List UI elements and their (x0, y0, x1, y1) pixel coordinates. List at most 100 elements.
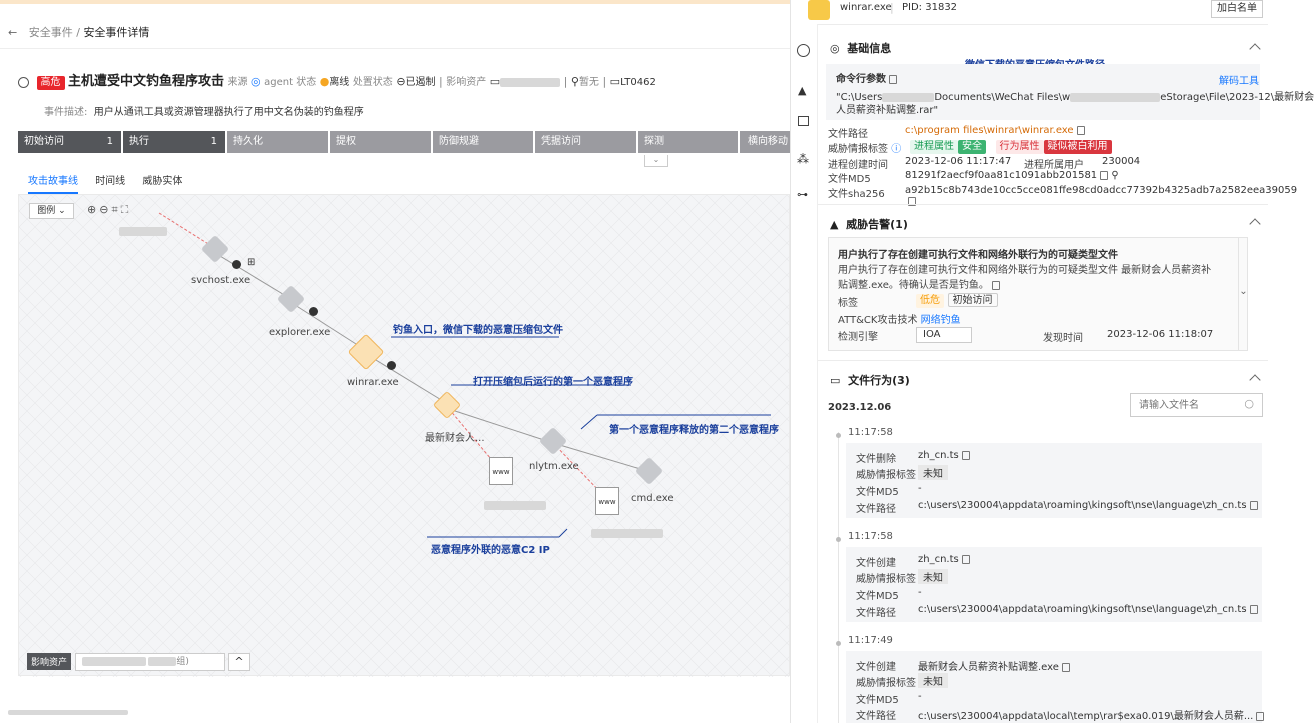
legend-dropdown[interactable]: 图例 ⌄ (29, 203, 74, 219)
folder-icon: ▭ (830, 374, 841, 387)
tab-timeline[interactable]: 时间线 (95, 176, 126, 187)
label-explorer: explorer.exe (269, 327, 331, 338)
alert-icon[interactable]: ▲ (798, 84, 807, 97)
web-node-icon[interactable]: www (489, 457, 513, 485)
attack-graph-canvas[interactable]: 图例 ⌄ ⊕⊖⌗⛶ ⊞ svchost.exe explorer.exe win… (18, 194, 791, 677)
found-time-label: 发现时间 (1043, 333, 1083, 344)
ctime-label: 进程创建时间 (828, 160, 888, 171)
event-action-value: 最新财会人员薪资补贴调整.exe (918, 658, 1070, 673)
divider (818, 204, 1268, 205)
stage-discovery[interactable]: 探测 (638, 131, 738, 153)
sha-label: 文件sha256 (828, 189, 885, 200)
expand-stages-button[interactable]: ⌄ (644, 155, 668, 167)
network-icon[interactable]: ⁂ (797, 152, 809, 166)
winrar-app-icon (808, 0, 830, 20)
event-action-label: 文件创建 (856, 662, 896, 673)
desc-text: 用户从通讯工具或资源管理器执行了用中文名伪装的钓鱼程序 (93, 107, 364, 118)
zoom-out-icon[interactable]: ⊖ (99, 203, 112, 216)
node-badge-icon (232, 260, 241, 269)
agent-status: 离线 (329, 77, 350, 88)
chevron-up-icon[interactable]: ^ (228, 653, 251, 671)
annotation-second-malware: 第一个恶意程序释放的第二个恶意程序 (609, 425, 779, 436)
tag-safe: 安全 (958, 140, 986, 154)
tab-bar: 攻击故事线 时间线 威胁实体 (28, 172, 182, 194)
owner-value: 暂无 (578, 77, 599, 88)
ti-tags: 进程属性安全 行为属性疑似被白利用 (910, 139, 1112, 154)
fullscreen-icon[interactable]: ⛶ (120, 203, 132, 216)
agent-label: agent 状态 (264, 77, 317, 88)
label-fake-exe: 最新财会人... (425, 433, 485, 444)
event-md5-label: 文件MD5 (856, 487, 899, 498)
section-files-title: ▭ 文件行为(3) (830, 374, 910, 387)
alert-tags: 低危 初始访问 (916, 293, 998, 308)
annotation-entry: 钓鱼入口，微信下载的恶意压缩包文件 (393, 325, 563, 336)
stage-lateral-movement[interactable]: 横向移动 (740, 131, 790, 153)
divider (818, 24, 1268, 25)
graph-svg (19, 195, 791, 677)
tab-attack-story[interactable]: 攻击故事线 (28, 172, 78, 194)
sha-value: a92b15c8b743de10cc5cce081ffe98cd0adcc773… (905, 185, 1297, 207)
file-icon[interactable] (798, 116, 809, 126)
breadcrumb-parent[interactable]: 安全事件 (28, 26, 73, 39)
whitelist-button[interactable]: 加白名单 (1211, 0, 1263, 18)
event-md5-value: - (918, 483, 922, 494)
section-alert-title: ▲ 威胁告警(1) (830, 218, 908, 231)
file-search-input[interactable] (1139, 395, 1239, 415)
ctime-value: 2023-12-06 11:17:47 (905, 156, 1012, 167)
handle-label: 处置状态 (352, 77, 393, 88)
breadcrumb: ← 安全事件 / 安全事件详情 (8, 24, 149, 40)
alert-desc-2: 贴调整.exe。待确认是否是钓鱼。 (838, 276, 1000, 291)
event-ti-label: 威胁情报标签 (856, 678, 916, 689)
user-label: 进程所属用户 (1024, 160, 1084, 171)
event-card (846, 547, 1262, 622)
back-arrow-icon[interactable]: ← (8, 26, 18, 39)
user-value: 230004 (1102, 156, 1141, 167)
chevron-down-icon[interactable]: ⌄ (1238, 237, 1248, 351)
collapse-circle-icon[interactable] (18, 76, 29, 88)
event-path-value: c:\users\230004\appdata\roaming\kingsoft… (918, 604, 1258, 615)
files-date: 2023.12.06 (828, 402, 892, 413)
event-path-value: c:\users\230004\appdata\local\temp\rar$e… (918, 707, 1265, 722)
stage-defense-evasion[interactable]: 防御规避 (433, 131, 533, 153)
web-node-icon[interactable]: www (595, 487, 619, 515)
tag-process-attr: 进程属性 (910, 140, 958, 154)
stage-privilege-escalation[interactable]: 提权 (330, 131, 431, 153)
process-name: winrar.exe (840, 2, 892, 13)
tag-suspect: 疑似被白利用 (1043, 140, 1112, 154)
stage-persistence[interactable]: 持久化 (227, 131, 328, 153)
event-path-label: 文件路径 (856, 608, 896, 619)
drawer-icon-rail: ▲ ⁂ ⊶ (790, 24, 818, 723)
asset-label: 影响资产 (446, 77, 487, 88)
label-cmd: cmd.exe (631, 493, 674, 504)
host-value[interactable]: LT0462 (620, 77, 656, 88)
label-nlytm: nlytm.exe (529, 461, 579, 472)
search-icon[interactable]: ○ (1244, 397, 1254, 410)
timeline-dot (836, 537, 841, 542)
alert-name: 用户执行了存在创建可执行文件和网络外联行为的可疑类型文件 (838, 250, 1118, 261)
alert-desc-1: 用户执行了存在创建可执行文件和网络外联行为的可疑类型文件 最新财会人员薪资补 (838, 265, 1212, 276)
event-time: 11:17:58 (848, 427, 893, 438)
assets-select[interactable]: 组) (74, 653, 225, 671)
tree-icon[interactable]: ⊶ (797, 188, 808, 201)
circle-info-icon: ◎ (830, 42, 840, 55)
breadcrumb-sep: / (76, 26, 80, 39)
section-basic-title: ◎ 基础信息 (830, 42, 892, 55)
path-value: c:\program files\winrar\winrar.exe (905, 125, 1085, 136)
assets-label: 影响资产 (27, 653, 72, 670)
decode-tool-link[interactable]: 解码工具 (1219, 76, 1259, 87)
event-card (846, 651, 1262, 723)
divider (0, 48, 790, 49)
event-path-label: 文件路径 (856, 504, 896, 515)
alert-card[interactable] (828, 237, 1248, 351)
expand-node-icon[interactable]: ⊞ (247, 257, 256, 268)
fit-view-icon[interactable]: ⌗ (111, 203, 121, 216)
event-card (846, 443, 1262, 518)
basic-info-icon[interactable] (797, 44, 810, 57)
tab-threat-entity[interactable]: 威胁实体 (142, 176, 183, 187)
user-icon: ⚲ (570, 75, 579, 88)
stage-credential-access[interactable]: 凭据访问 (535, 131, 636, 153)
zoom-in-icon[interactable]: ⊕ (87, 203, 100, 216)
